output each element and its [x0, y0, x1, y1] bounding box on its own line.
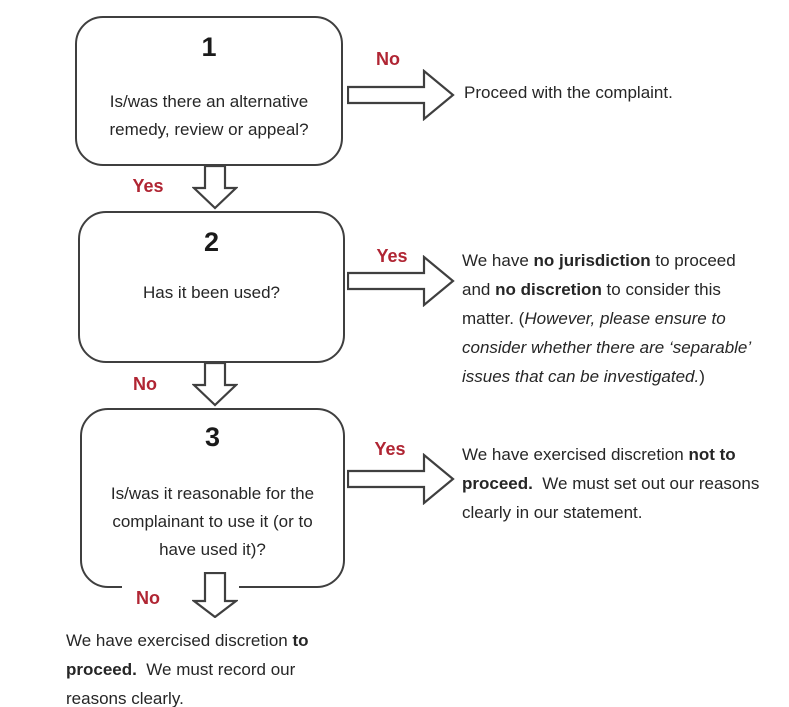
branch-label-yes-3: Yes: [374, 439, 406, 459]
outcome-discretion-to-proceed: We have exercised discretion to proceed.…: [66, 631, 309, 707]
branch-label-yes-2: Yes: [376, 246, 408, 266]
step-3-question: Is/was it reasonable for the complainant…: [110, 484, 315, 559]
right-arrow-icon: [347, 255, 455, 307]
step-1-box: 1 Is/was there an alternative remedy, re…: [75, 16, 343, 166]
branch-label-no-2: No: [133, 374, 157, 394]
step-3-box: 3 Is/was it reasonable for the complaina…: [80, 408, 345, 588]
outcome-discretion-not-to-proceed: We have exercised discretion not to proc…: [462, 445, 760, 522]
outcome-no-jurisdiction: We have no jurisdiction to proceed and n…: [462, 251, 751, 386]
step-1-question: Is/was there an alternative remedy, revi…: [109, 92, 309, 139]
right-arrow-icon: [347, 69, 455, 121]
step-3-number: 3: [204, 422, 221, 452]
down-arrow-icon: [192, 165, 238, 210]
branch-label-no-3: No: [126, 587, 170, 609]
branch-label-yes-1: Yes: [132, 176, 164, 196]
down-arrow-icon: [192, 362, 238, 407]
step-1-number: 1: [201, 32, 217, 62]
step-2-box: 2 Has it been used?: [78, 211, 345, 363]
down-arrow-icon: [192, 572, 238, 618]
right-arrow-icon: [347, 453, 455, 505]
branch-label-no-1: No: [376, 49, 400, 69]
outcome-proceed-with-complaint: Proceed with the complaint.: [464, 83, 673, 102]
step-2-question: Has it been used?: [142, 283, 281, 302]
step-2-number: 2: [203, 227, 220, 257]
